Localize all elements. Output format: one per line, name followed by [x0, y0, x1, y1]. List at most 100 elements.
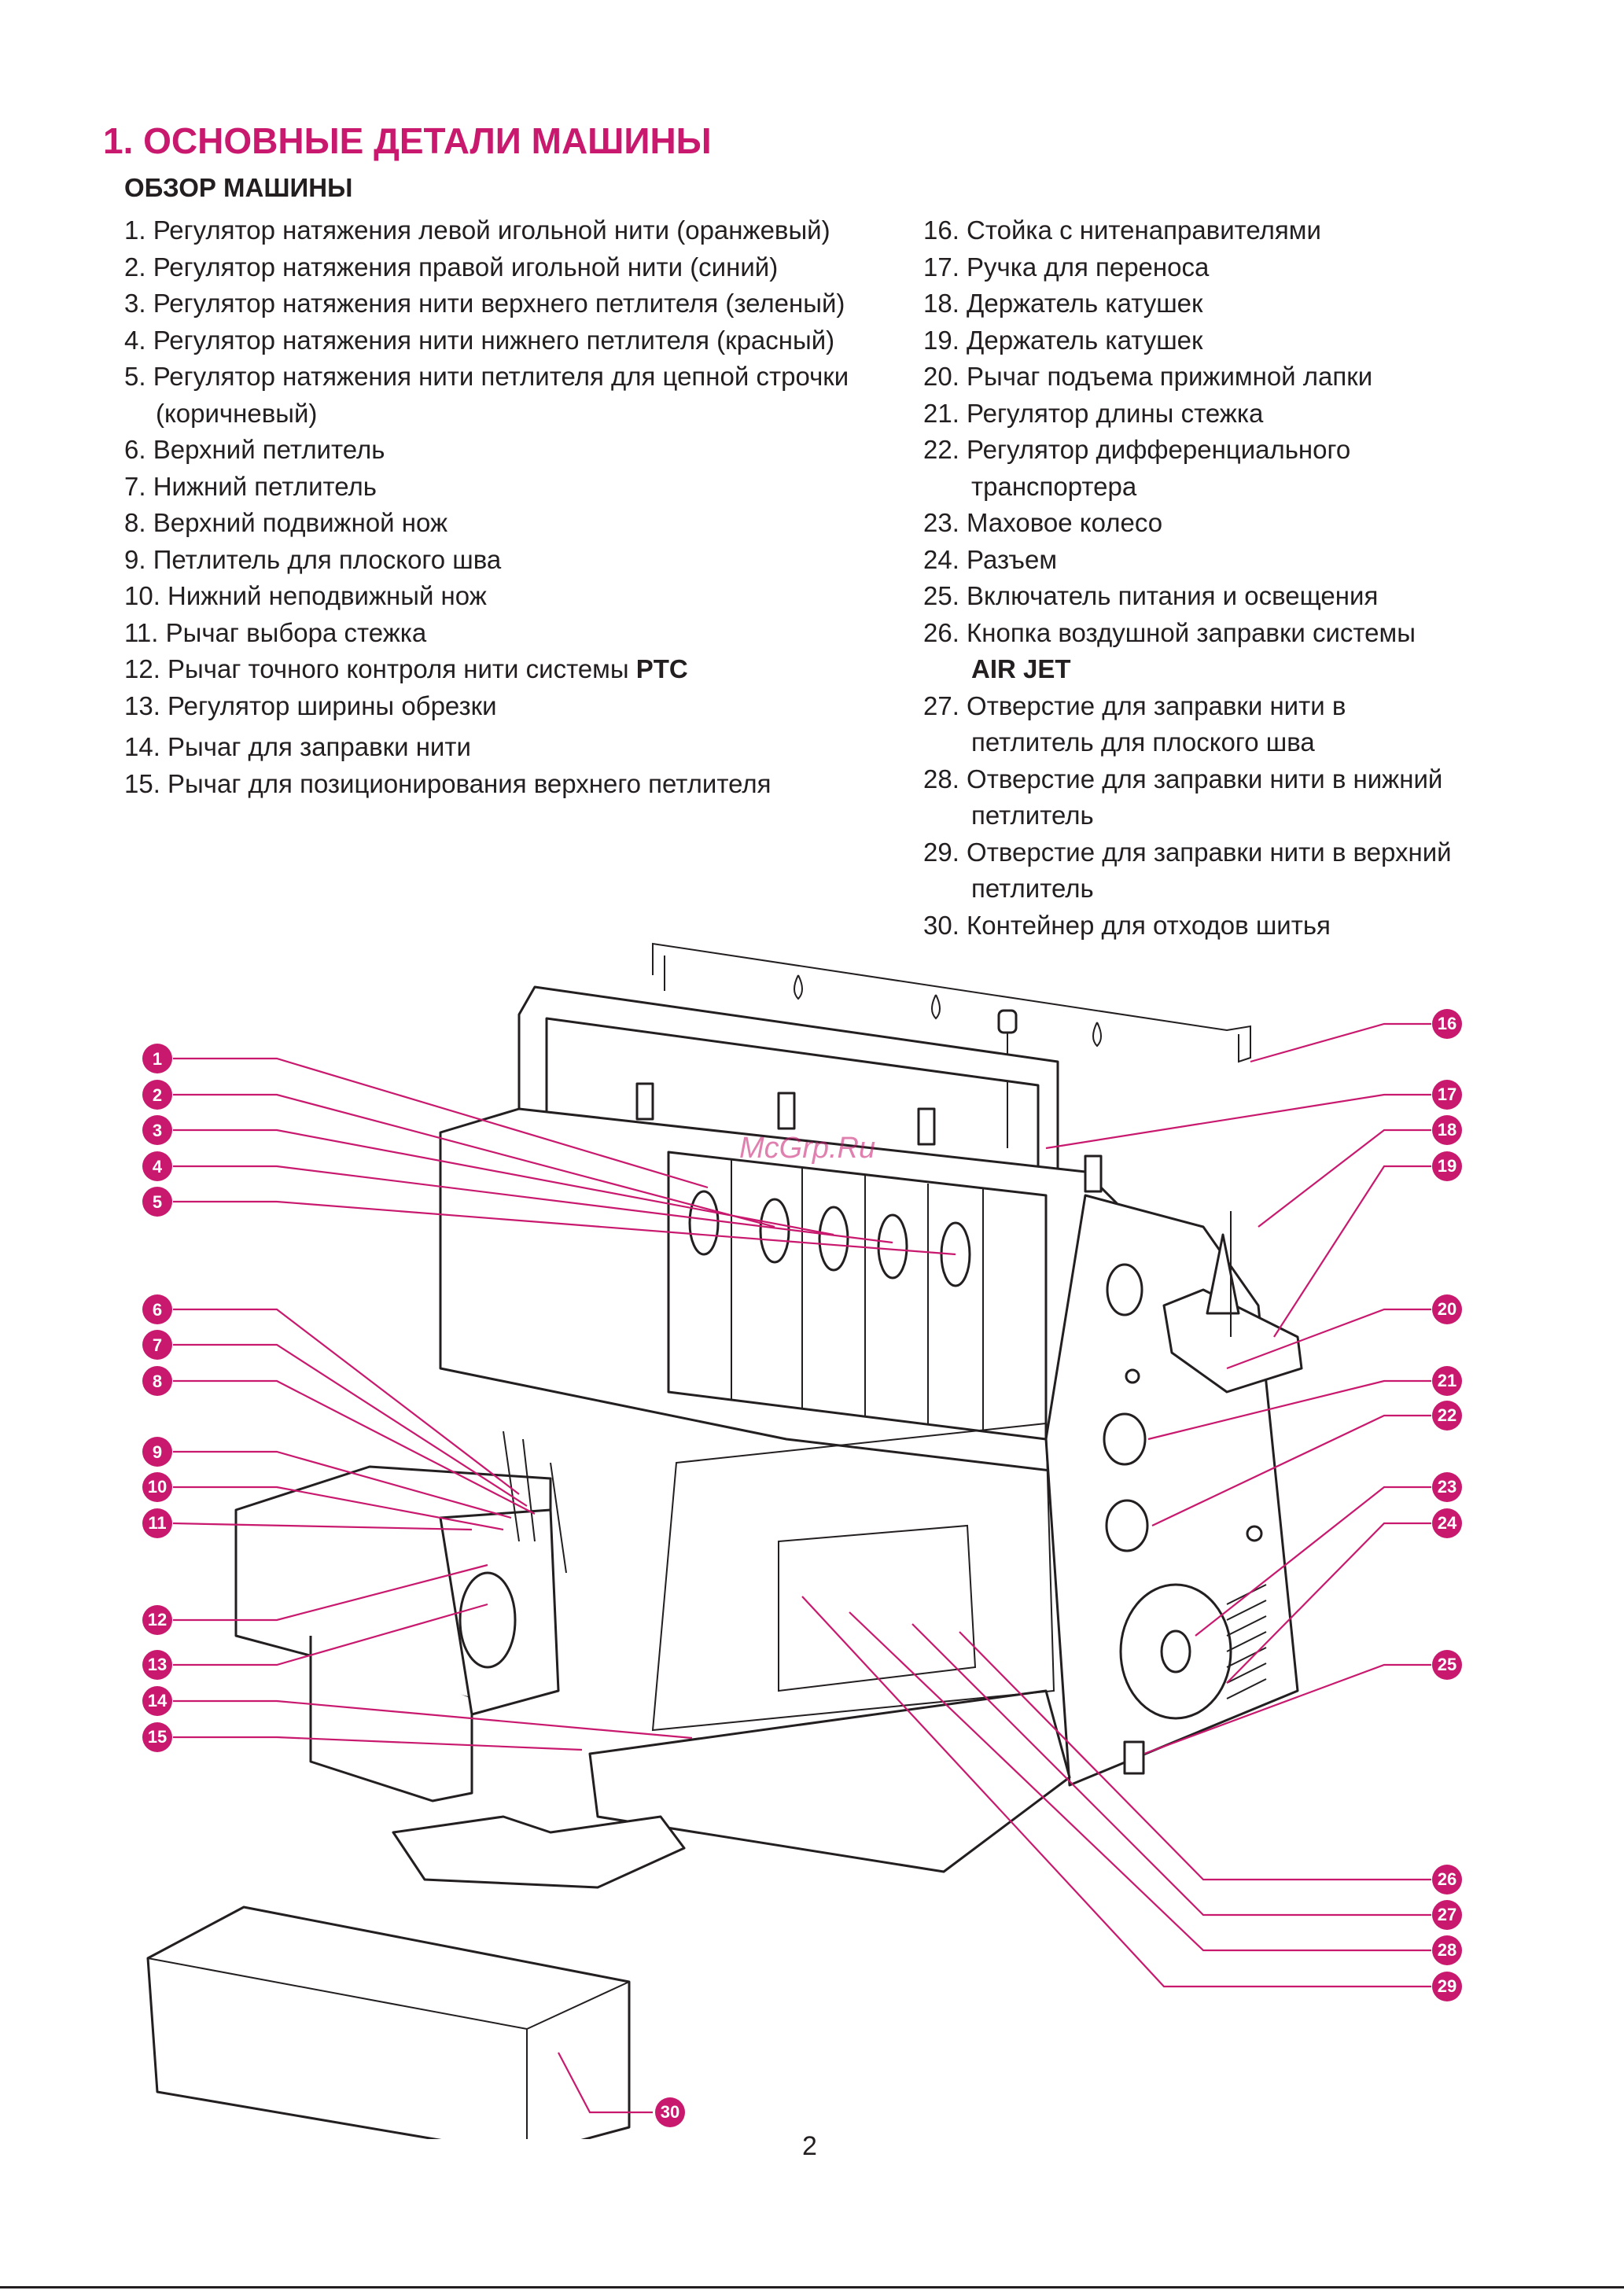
part-item-10: 10. Нижний неподвижный нож [124, 581, 487, 610]
watermark: McGrp.Ru [739, 1132, 875, 1165]
callout-28: 28 [1432, 1935, 1462, 1965]
svg-text:25: 25 [1438, 1655, 1456, 1674]
part-item-3: 3. Регулятор натяжения нити верхнего пет… [124, 289, 845, 318]
callout-badges: 1 2 3 4 5 6 7 8 9 10 11 12 13 14 15 16 1… [142, 1009, 1462, 2127]
page-bottom-divider [0, 2286, 1624, 2288]
part-item-23: 23. Маховое колесо [923, 508, 1163, 537]
svg-text:12: 12 [148, 1610, 167, 1629]
part-item-12: 12. Рычаг точного контроля нити системы … [124, 654, 688, 683]
parts-list-left: 1. Регулятор натяжения левой игольной ни… [124, 212, 919, 802]
callout-15: 15 [142, 1722, 172, 1752]
svg-text:22: 22 [1438, 1405, 1456, 1425]
callout-10: 10 [142, 1472, 172, 1502]
callout-18: 18 [1432, 1115, 1462, 1145]
callout-2: 2 [142, 1080, 172, 1110]
part-item-29: 29. Отверстие для заправки нити в верхни… [923, 837, 1452, 904]
svg-text:3: 3 [153, 1121, 162, 1140]
svg-text:16: 16 [1438, 1014, 1456, 1033]
overlocker-illustration: McGrp.Ru [146, 942, 1303, 2139]
svg-text:11: 11 [148, 1513, 166, 1533]
part-item-30: 30. Контейнер для отходов шитья [923, 910, 1331, 940]
callout-24: 24 [1432, 1508, 1462, 1538]
svg-text:27: 27 [1438, 1905, 1456, 1924]
callout-19: 19 [1432, 1151, 1462, 1181]
callout-13: 13 [142, 1650, 172, 1680]
part-item-28: 28. Отверстие для заправки нити в нижний… [923, 764, 1443, 830]
callout-14: 14 [142, 1686, 172, 1716]
svg-text:23: 23 [1438, 1477, 1456, 1497]
differential-feed-dial [1105, 1499, 1149, 1552]
svg-text:9: 9 [153, 1442, 162, 1462]
callout-7: 7 [142, 1330, 172, 1360]
callout-4: 4 [142, 1151, 172, 1181]
callout-25: 25 [1432, 1650, 1462, 1680]
svg-text:6: 6 [153, 1300, 162, 1320]
svg-text:29: 29 [1438, 1976, 1456, 1996]
power-switch [1123, 1740, 1145, 1775]
part-item-6: 6. Верхний петлитель [124, 435, 385, 464]
part-item-5: 5. Регулятор натяжения нити петлителя дл… [124, 362, 849, 428]
page-number: 2 [802, 2131, 817, 2161]
part-item-18: 18. Держатель катушек [923, 289, 1203, 318]
svg-text:2: 2 [153, 1085, 162, 1105]
svg-text:15: 15 [148, 1727, 167, 1747]
part-item-20: 20. Рычаг подъема прижимной лапки [923, 362, 1373, 391]
part-item-16: 16. Стойка с нитенаправителями [923, 215, 1321, 245]
callout-9: 9 [142, 1437, 172, 1467]
part-item-8: 8. Верхний подвижной нож [124, 508, 448, 537]
part-item-9: 9. Петлитель для плоского шва [124, 544, 502, 574]
part-item-14: 14. Рычаг для заправки нити [124, 732, 471, 761]
callout-29: 29 [1432, 1972, 1462, 2001]
callout-20: 20 [1432, 1294, 1462, 1324]
callout-23: 23 [1432, 1472, 1462, 1502]
svg-text:21: 21 [1438, 1371, 1456, 1390]
stitch-length-dial [1103, 1412, 1147, 1466]
svg-text:19: 19 [1438, 1156, 1456, 1176]
part-item-21: 21. Регулятор длины стежка [923, 398, 1264, 428]
svg-text:17: 17 [1438, 1084, 1456, 1104]
part-item-2: 2. Регулятор натяжения правой игольной н… [124, 252, 779, 282]
callout-1: 1 [142, 1044, 172, 1073]
svg-text:7: 7 [153, 1335, 162, 1355]
svg-text:24: 24 [1438, 1513, 1457, 1533]
svg-text:20: 20 [1438, 1299, 1456, 1319]
part-item-19: 19. Держатель катушек [923, 325, 1203, 355]
part-item-17: 17. Ручка для переноса [923, 252, 1210, 282]
callout-8: 8 [142, 1366, 172, 1396]
svg-text:14: 14 [148, 1691, 168, 1710]
callout-3: 3 [142, 1115, 172, 1145]
callout-30: 30 [655, 2097, 685, 2127]
svg-text:8: 8 [153, 1372, 162, 1391]
svg-text:30: 30 [661, 2102, 679, 2122]
svg-text:1: 1 [153, 1049, 162, 1069]
svg-text:26: 26 [1438, 1869, 1456, 1889]
callout-5: 5 [142, 1187, 172, 1217]
page-title: 1. ОСНОВНЫЕ ДЕТАЛИ МАШИНЫ [103, 120, 712, 161]
svg-text:4: 4 [153, 1157, 163, 1176]
waste-container [146, 1906, 631, 2139]
part-item-1: 1. Регулятор натяжения левой игольной ни… [124, 215, 830, 245]
section-subtitle: ОБЗОР МАШИНЫ [124, 173, 353, 202]
callout-6: 6 [142, 1294, 172, 1324]
part-item-4: 4. Регулятор натяжения нити нижнего петл… [124, 325, 835, 355]
callout-leaders [172, 1022, 1431, 2114]
callout-12: 12 [142, 1605, 172, 1635]
callout-27: 27 [1432, 1900, 1462, 1930]
callout-21: 21 [1432, 1366, 1462, 1396]
callout-16: 16 [1432, 1009, 1462, 1039]
svg-text:18: 18 [1438, 1120, 1456, 1140]
svg-text:13: 13 [148, 1655, 167, 1674]
part-item-24: 24. Разъем [923, 544, 1058, 574]
callout-11: 11 [142, 1508, 172, 1538]
part-item-13: 13. Регулятор ширины обрезки [124, 690, 497, 720]
part-item-11: 11. Рычаг выбора стежка [124, 617, 427, 647]
part-item-25: 25. Включатель питания и освещения [923, 581, 1379, 610]
callout-22: 22 [1432, 1401, 1462, 1431]
tension-dials [688, 1190, 971, 1287]
machine-diagram: McGrp.Ru 1 2 3 4 [142, 942, 1462, 2139]
part-item-15: 15. Рычаг для позиционирования верхнего … [124, 768, 771, 798]
svg-text:5: 5 [153, 1192, 162, 1212]
